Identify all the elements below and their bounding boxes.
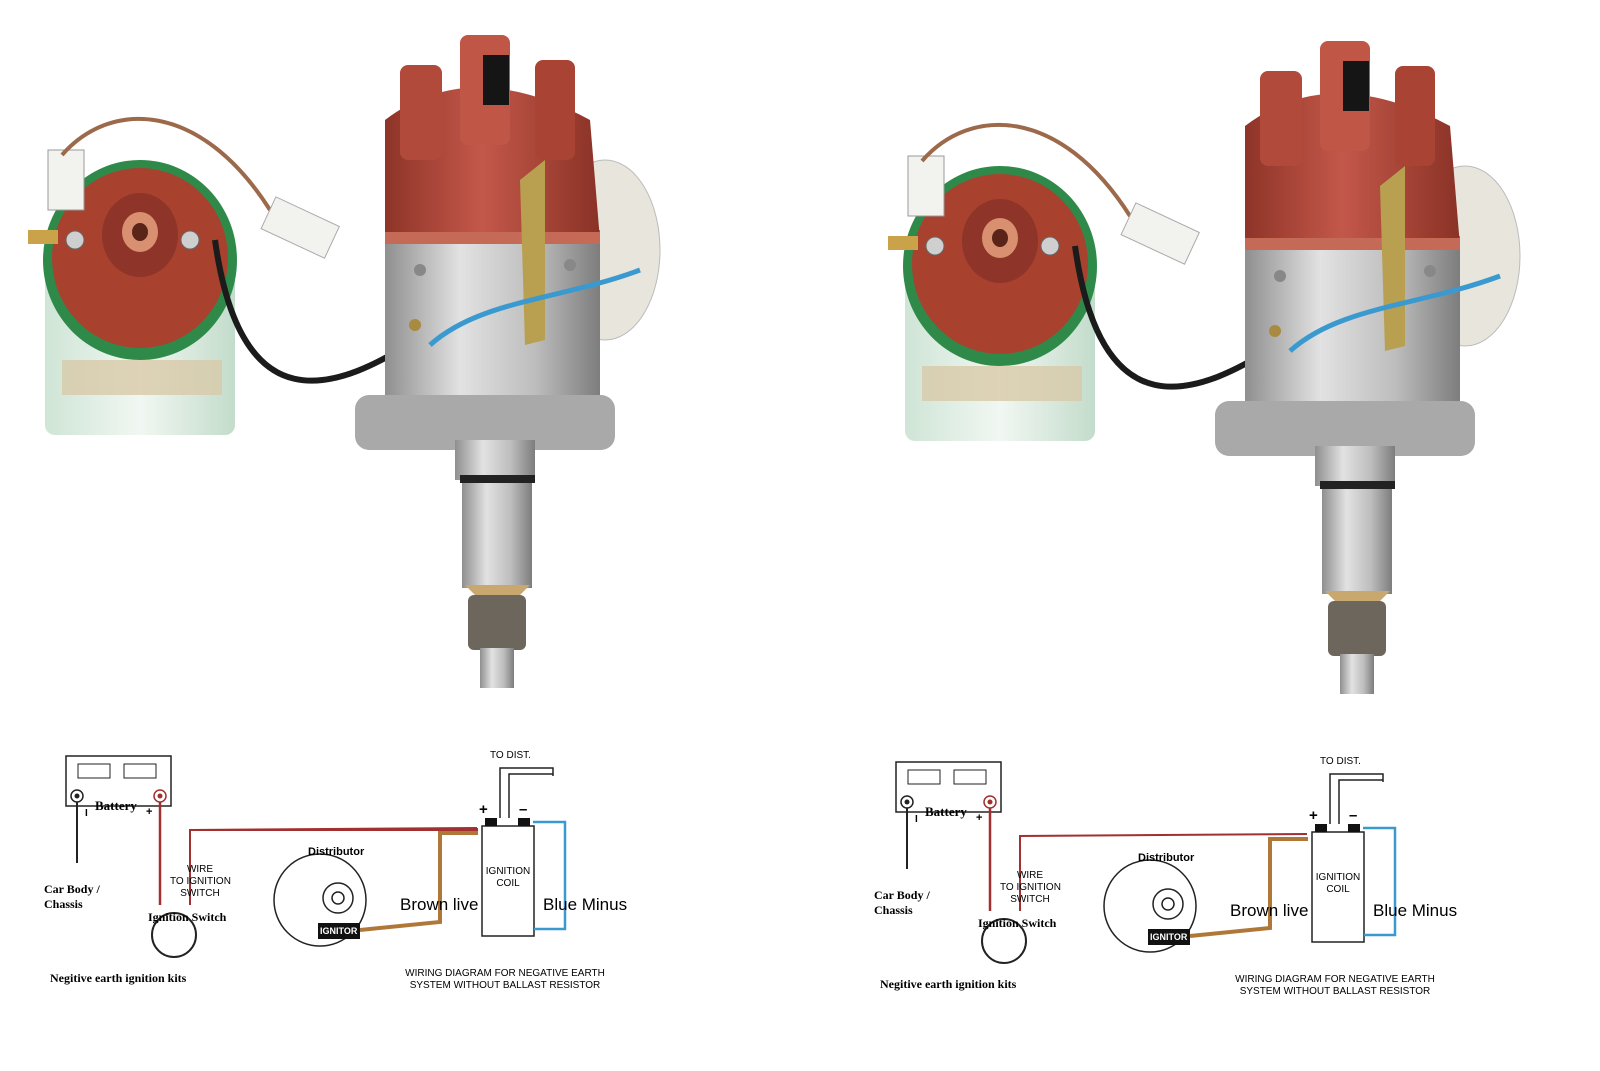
battery-plus-sign: + bbox=[976, 812, 983, 824]
ignition-switch-label: Ignition Switch bbox=[148, 910, 227, 924]
ignition-coil-photo bbox=[888, 123, 1292, 441]
kit-note-label: Negitive earth ignition kits bbox=[880, 977, 1017, 991]
ignition-coil-symbol bbox=[1311, 831, 1365, 943]
blue-minus-wire bbox=[533, 820, 567, 931]
car-body-label: Car Body / bbox=[44, 882, 100, 896]
switch-to-coil-wire bbox=[1019, 833, 1308, 911]
blue-minus-wire bbox=[1363, 826, 1397, 937]
coil-label: IGNITION COIL bbox=[1315, 872, 1361, 895]
distributor-photo bbox=[1215, 41, 1521, 694]
kit-panel-right: Battery I + Car Body / Chassis WIRE TO I… bbox=[800, 0, 1600, 1071]
distributor-label: Distributor bbox=[308, 846, 365, 858]
product-photo bbox=[28, 35, 661, 688]
product-photo bbox=[888, 41, 1521, 694]
ignition-switch-label: Ignition Switch bbox=[978, 916, 1057, 930]
chassis-label: Chassis bbox=[874, 903, 913, 917]
distributor-label: Distributor bbox=[1138, 852, 1195, 864]
brown-live-wire bbox=[1189, 837, 1308, 938]
coil-minus-sign: – bbox=[1349, 807, 1358, 824]
ignition-switch-symbol bbox=[981, 918, 1027, 964]
coil-label: IGNITION COIL bbox=[485, 866, 531, 889]
battery-minus-sign: I bbox=[915, 814, 918, 825]
blue-minus-label: Blue Minus bbox=[1373, 901, 1458, 920]
to-dist-label: TO DIST. bbox=[490, 750, 531, 761]
to-dist-label: TO DIST. bbox=[1320, 756, 1361, 767]
ignitor-label: IGNITOR bbox=[1150, 932, 1188, 942]
blue-minus-label: Blue Minus bbox=[543, 895, 628, 914]
kit-note-label: Negitive earth ignition kits bbox=[50, 971, 187, 985]
ignitor-label: IGNITOR bbox=[320, 926, 358, 936]
ignition-switch-symbol bbox=[151, 912, 197, 958]
coil-minus-sign: – bbox=[519, 801, 528, 818]
ignition-coil-symbol bbox=[481, 825, 535, 937]
battery-plus-sign: + bbox=[146, 806, 153, 818]
brown-live-wire bbox=[359, 831, 478, 932]
coil-plus-sign: + bbox=[479, 801, 488, 818]
ignitor-module bbox=[318, 923, 360, 939]
brown-live-label: Brown live bbox=[400, 895, 479, 914]
diagram-caption: WIRING DIAGRAM FOR NEGATIVE EARTH SYSTEM… bbox=[1235, 974, 1435, 997]
wiring-diagram bbox=[65, 755, 567, 958]
kit-panel-left: Battery I + Car Body / Chassis WIRE TO I… bbox=[28, 35, 661, 991]
battery-label: Battery bbox=[95, 798, 137, 813]
wire-to-switch-label: WIRE TO IGNITION SWITCH bbox=[170, 864, 231, 899]
battery-minus-sign: I bbox=[85, 808, 88, 819]
diagram-caption: WIRING DIAGRAM FOR NEGATIVE EARTH SYSTEM… bbox=[405, 968, 605, 991]
battery-label: Battery bbox=[925, 804, 967, 819]
brown-live-label: Brown live bbox=[1230, 901, 1309, 920]
ignition-coil-photo bbox=[28, 117, 432, 435]
coil-plus-sign: + bbox=[1309, 807, 1318, 824]
wiring-diagram bbox=[895, 761, 1397, 964]
chassis-label: Chassis bbox=[44, 897, 83, 911]
wire-to-switch-label: WIRE TO IGNITION SWITCH bbox=[1000, 870, 1061, 905]
ignitor-module bbox=[1148, 929, 1190, 945]
distributor-photo bbox=[355, 35, 661, 688]
car-body-label: Car Body / bbox=[874, 888, 930, 902]
